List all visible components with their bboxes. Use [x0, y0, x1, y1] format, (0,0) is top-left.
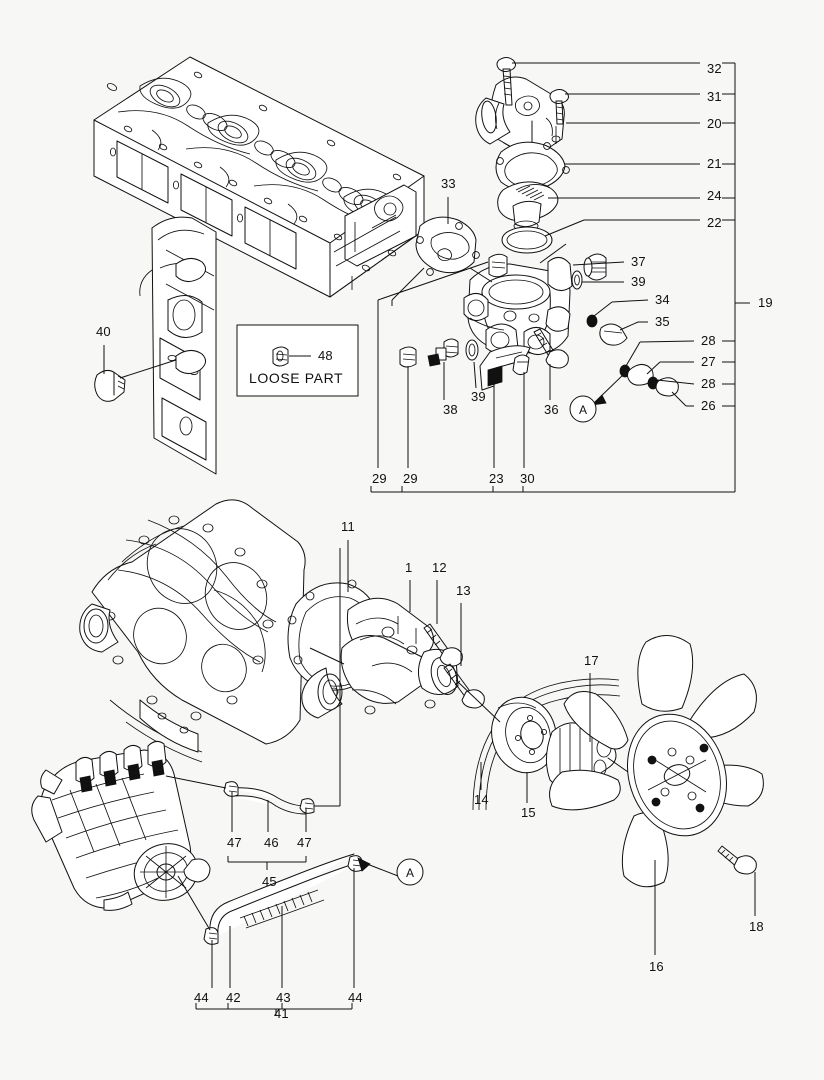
group-41-bracket — [195, 1003, 353, 1016]
part-30-stud — [512, 354, 530, 376]
timing-gear-case-upper-part — [139, 216, 217, 475]
callout-36-20: 36 — [544, 402, 559, 417]
part-20-water-outlet-pipe — [475, 76, 565, 160]
callout-47-36: 47 — [297, 835, 312, 850]
injection-pump-part — [31, 740, 211, 911]
leader-lines-upper — [377, 62, 700, 468]
callout-45-37: 45 — [262, 874, 277, 889]
callout-17-29: 17 — [584, 653, 599, 668]
callout-18-33: 18 — [749, 919, 764, 934]
callout-41-42: 41 — [274, 1006, 289, 1021]
callout-43-40: 43 — [276, 990, 291, 1005]
part-35-bolt — [599, 323, 628, 346]
group-45-bracket — [227, 856, 307, 870]
callout-32-0: 32 — [707, 61, 722, 76]
callout-42-39: 42 — [226, 990, 241, 1005]
callout-29-21: 29 — [372, 471, 387, 486]
part-44-clamp-left — [203, 927, 219, 945]
callout-29-22: 29 — [403, 471, 418, 486]
loose-part-caption: LOOSE PART — [249, 370, 344, 386]
part-32-bolt — [496, 57, 516, 106]
cylinder-head-part — [93, 56, 425, 298]
ref-a-lower-label: A — [406, 866, 415, 880]
callout-39-8: 39 — [631, 274, 646, 289]
callout-44-38: 44 — [194, 990, 209, 1005]
callout-23-23: 23 — [489, 471, 504, 486]
callout-48-17: 48 — [318, 348, 333, 363]
callout-46-35: 46 — [264, 835, 279, 850]
group-19-bracket — [370, 62, 750, 493]
part-36-bolt — [533, 328, 569, 369]
callout-33-15: 33 — [441, 176, 456, 191]
callout-12-27: 12 — [432, 560, 447, 575]
timing-gear-case-part — [79, 499, 306, 763]
callout-31-1: 31 — [707, 89, 722, 104]
part-47-clamp-right — [299, 798, 315, 814]
callout-35-10: 35 — [655, 314, 670, 329]
callout-24-4: 24 — [707, 188, 722, 203]
part-34-washer — [586, 314, 598, 328]
part-1-water-pump — [301, 597, 459, 719]
part-29-left-plug — [399, 346, 417, 368]
part-47-clamp-left — [223, 781, 239, 797]
part-39-lower-o-ring — [465, 339, 479, 361]
leader-lines-lower — [309, 540, 756, 955]
parts-26-28-cluster — [619, 364, 679, 397]
callout-16-32: 16 — [649, 959, 664, 974]
part-18-bolt — [717, 845, 757, 875]
part-33-gasket — [415, 216, 480, 276]
callout-34-9: 34 — [655, 292, 670, 307]
callout-13-28: 13 — [456, 583, 471, 598]
part-31-bolt — [549, 89, 569, 125]
part-38-temperature-switch — [427, 338, 459, 367]
callout-38-18: 38 — [443, 402, 458, 417]
callout-19-6: 19 — [758, 295, 773, 310]
callout-28-11: 28 — [701, 333, 716, 348]
part-13-bolt — [443, 663, 485, 709]
callout-47-34: 47 — [227, 835, 242, 850]
callout-21-3: 21 — [707, 156, 722, 171]
part-15-pulley — [491, 696, 557, 774]
callout-14-30: 14 — [474, 792, 489, 807]
callout-26-14: 26 — [701, 398, 716, 413]
part-12-bolt — [423, 623, 463, 667]
callout-40-16: 40 — [96, 324, 111, 339]
callout-30-24: 30 — [520, 471, 535, 486]
reference-circle-a-upper — [569, 395, 597, 423]
part-48-bushing — [272, 346, 289, 367]
part-24-thermostat — [497, 181, 559, 232]
callout-27-12: 27 — [701, 354, 716, 369]
part-37-connector — [583, 253, 607, 281]
part-16-cooling-fan — [549, 635, 764, 888]
loose-part-box — [236, 324, 359, 397]
hose-group-45 — [165, 548, 341, 832]
part-22-o-ring — [501, 226, 553, 254]
callout-15-31: 15 — [521, 805, 536, 820]
callout-20-2: 20 — [707, 116, 722, 131]
part-39-upper-o-ring — [571, 270, 583, 290]
callout-39-19: 39 — [471, 389, 486, 404]
part-40-plug — [94, 345, 177, 402]
callout-11-25: 11 — [341, 519, 355, 534]
ref-a-upper-label: A — [579, 403, 588, 417]
callout-44-41: 44 — [348, 990, 363, 1005]
callout-1-26: 1 — [405, 560, 413, 575]
callout-22-5: 22 — [707, 215, 722, 230]
callout-28-13: 28 — [701, 376, 716, 391]
hose-group-41 — [177, 853, 399, 988]
reference-circle-a-lower — [396, 858, 424, 886]
callout-37-7: 37 — [631, 254, 646, 269]
